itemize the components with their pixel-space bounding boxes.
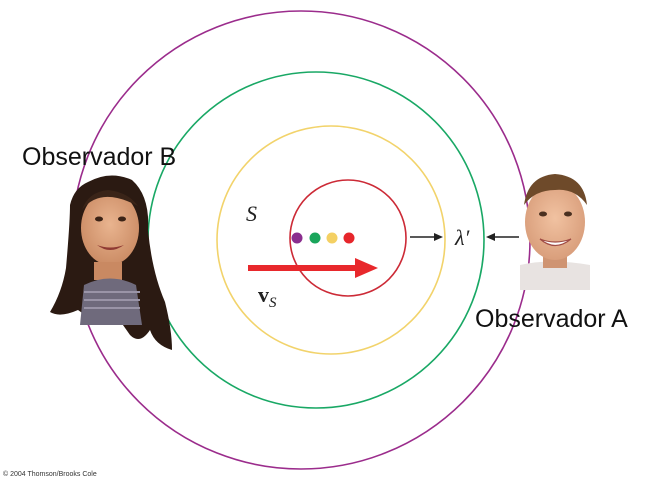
velocity-symbol: v: [258, 282, 269, 307]
copyright-notice: © 2004 Thomson/Brooks Cole: [3, 471, 97, 478]
observer-a-label: Observador A: [475, 305, 628, 333]
wavelength-label: λ′: [454, 225, 471, 250]
wavelength-arrow-left: [410, 233, 443, 241]
source-dot-green: [309, 232, 321, 244]
source-dot-red: [343, 232, 355, 244]
wavefront-third: [216, 125, 446, 355]
velocity-subscript: S: [269, 295, 277, 311]
wavelength-arrow-right: [486, 233, 519, 241]
source-dot-yellow: [326, 232, 338, 244]
observer-b-icon: [50, 175, 172, 350]
velocity-label: vS: [258, 282, 277, 311]
observer-a-icon: [520, 174, 590, 290]
observer-b-label: Observador B: [22, 143, 177, 171]
velocity-arrow: [248, 258, 378, 278]
wavefront-inner: [289, 179, 407, 297]
source-label: S: [246, 201, 257, 226]
source-dot-purple: [291, 232, 303, 244]
